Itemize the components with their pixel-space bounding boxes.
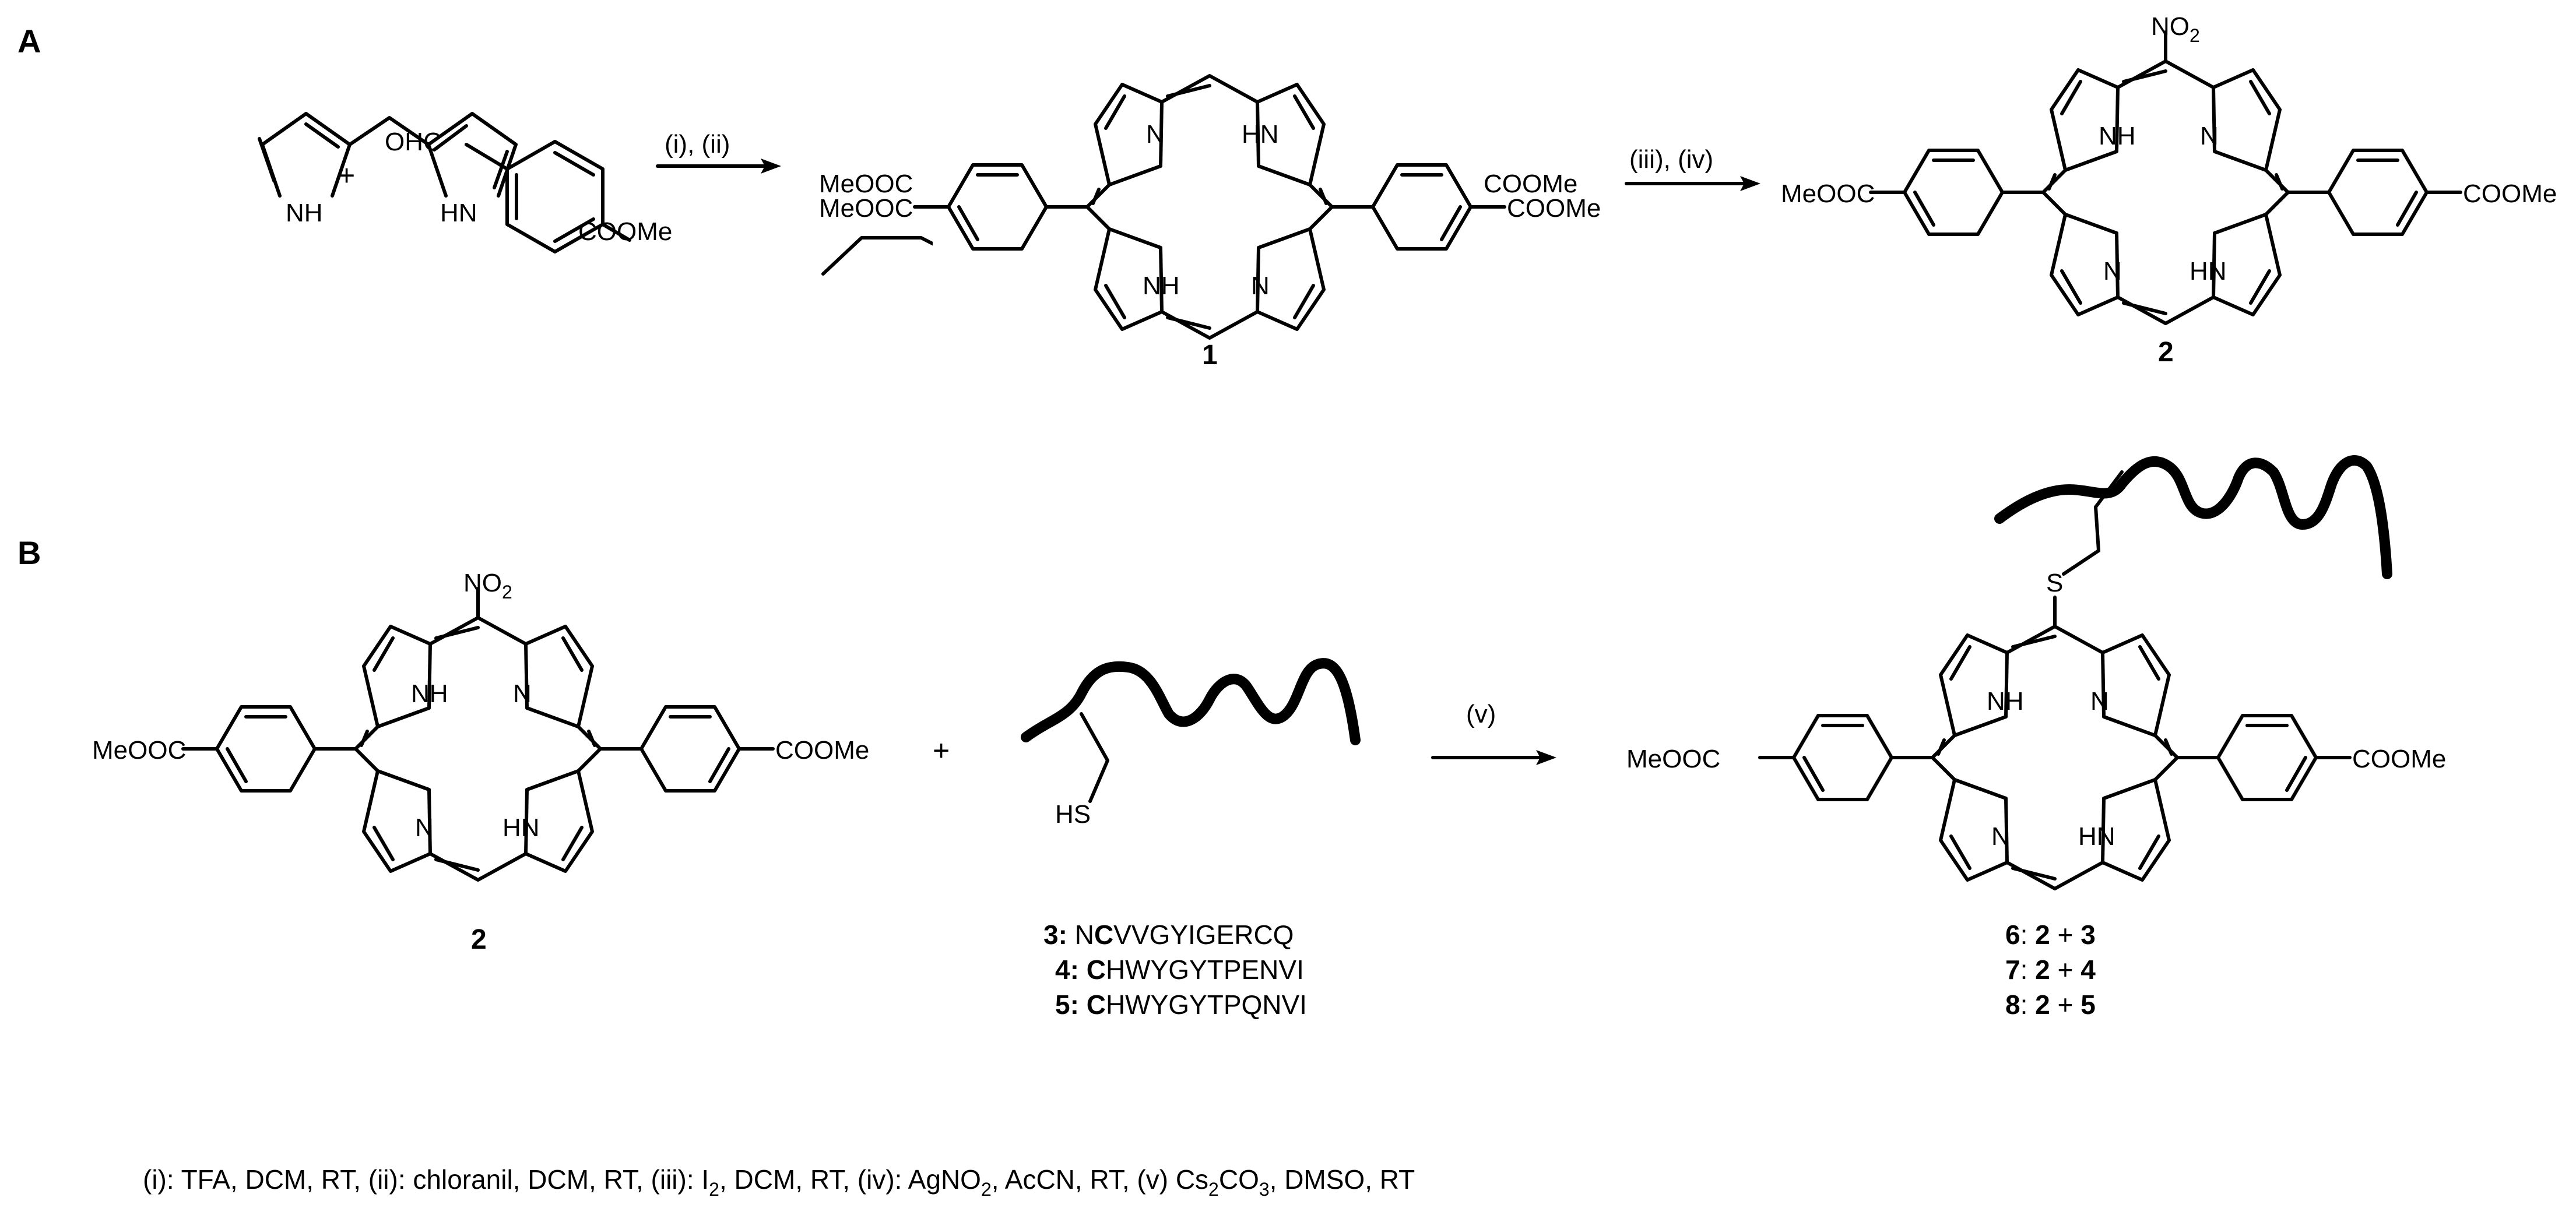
compound1-number: 1 <box>1202 340 1218 371</box>
compound1-nh-lower-left: NH <box>1143 272 1180 300</box>
conjugate-nh-upper-left: NH <box>1987 687 2024 716</box>
porphyrin-2-ring <box>1869 30 2462 325</box>
conjugate-meooc: MeOOC <box>1626 745 1720 773</box>
compound2-no2: NO2 <box>2151 12 2200 46</box>
compound2-nh-upper-left: NH <box>2099 122 2136 150</box>
b-compound2-meooc: MeOOC <box>92 736 186 765</box>
compound2-n-upper-right: N <box>2200 122 2219 150</box>
compound2-hn-lower-right: HN <box>2190 257 2227 286</box>
conjugate-row-6: 6: 2 + 3 <box>2005 920 2096 950</box>
conjugate-n-upper-right: N <box>2090 687 2109 716</box>
compound1-meooc-label: MeOOC <box>819 194 913 223</box>
conjugate-list: 6: 2 + 3 7: 2 + 4 8: 2 + 5 <box>2005 920 2096 1020</box>
compound2-coome-label: COOMe <box>2463 179 2557 208</box>
b-compound2-n-upper-right: N <box>513 679 532 708</box>
conjugate-coome: COOMe <box>2352 745 2446 773</box>
compound1-n-upper-left: N <box>1146 120 1165 149</box>
step3-conditions: (v) <box>1466 700 1496 728</box>
peptide-chain-conjugate <box>1994 455 2392 579</box>
peptide-row-3: 3: NCVVGYIGERCQ <box>1043 920 1294 950</box>
plus-sign-b: + <box>933 734 950 767</box>
dipyrromethane-structure <box>258 112 518 198</box>
reaction-arrow-3-head <box>1536 750 1556 765</box>
panel-b-label: B <box>17 534 41 571</box>
thiol-label: HS <box>1055 800 1091 829</box>
aldehyde-ester-label: COOMe <box>578 217 672 246</box>
b-compound2-n-lower-left: N <box>415 813 434 842</box>
peptide-row-5: 5: CHWYGYTPQNVI <box>1055 989 1307 1020</box>
b-compound2-coome: COOMe <box>775 736 869 765</box>
conjugate-hn-lower-right: HN <box>2078 822 2115 851</box>
conjugate-porphyrin-ring <box>1758 596 2352 890</box>
compound1-meooc: MeOOC <box>819 170 913 198</box>
conjugate-row-8: 8: 2 + 5 <box>2005 989 2096 1020</box>
compound1-coome-label: COOMe <box>1507 194 1601 223</box>
porphyrin-1-ring <box>913 74 1506 340</box>
compound2-meooc-label: MeOOC <box>1781 179 1875 208</box>
conjugate-n-lower-left: N <box>1991 822 2010 851</box>
compound1-coome: COOMe <box>1484 170 1577 198</box>
conjugate-sulfur: S <box>2046 569 2063 597</box>
b-compound2-hn-lower-right: HN <box>502 813 540 842</box>
plus-sign-a: + <box>338 159 355 192</box>
thiol-linker-bond <box>1080 712 1109 803</box>
aldehyde-structure <box>465 140 631 253</box>
dipyrromethane-nh-left: NH <box>286 199 323 227</box>
conjugate-row-7: 7: 2 + 4 <box>2005 955 2096 985</box>
compound2-number: 2 <box>2158 337 2174 368</box>
peptide-row-4: 4: CHWYGYTPENVI <box>1055 955 1304 985</box>
b-compound2-no2: NO2 <box>463 569 512 603</box>
reaction-arrow-2-head <box>1740 176 1760 191</box>
compound1-hn-upper-right: HN <box>1242 120 1279 149</box>
dipyrromethane-hn-right: HN <box>440 199 477 227</box>
step1-conditions: (i), (ii) <box>665 130 730 159</box>
step2-conditions: (iii), (iv) <box>1629 145 1713 174</box>
peptide-list: 3: NCVVGYIGERCQ 4: CHWYGYTPENVI 5: CHWYG… <box>1043 920 1307 1020</box>
compound1-n-lower-right: N <box>1251 272 1270 300</box>
conditions-footnote: (i): TFA, DCM, RT, (ii): chloranil, DCM,… <box>143 1164 1415 1200</box>
porphyrin-2-left-ring <box>181 587 775 882</box>
aldehyde-cho-label: OHC <box>385 128 442 156</box>
b-compound2-nh-upper-left: NH <box>411 679 448 708</box>
b-compound2-number: 2 <box>471 924 487 955</box>
panel-a-label: A <box>17 23 41 59</box>
peptide-chain-thiol <box>1021 658 1361 745</box>
compound2-n-lower-left: N <box>2103 257 2122 286</box>
reaction-arrow-1-head <box>761 159 781 174</box>
